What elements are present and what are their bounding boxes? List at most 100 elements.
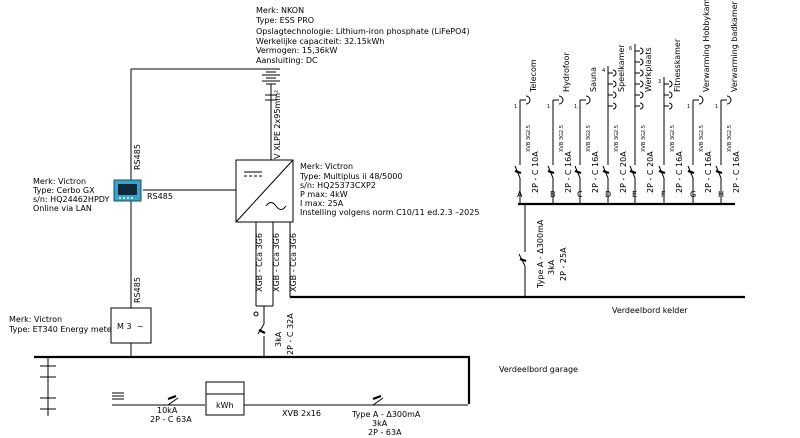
- circuit-letter: F: [661, 190, 666, 199]
- rs485-label-top: RS485: [133, 144, 142, 170]
- cerbo-line: Type: Cerbo GX: [32, 186, 95, 195]
- grid-supply-icon: [112, 392, 124, 400]
- outlet-icon: [639, 47, 644, 55]
- outlet-icon: [612, 102, 617, 110]
- circuit-letter: H: [718, 190, 724, 199]
- rs485-label-bottom: RS485: [133, 277, 142, 303]
- kelder-main-text: Type A - Δ300mA: [536, 219, 545, 289]
- outlet-count: 1: [715, 104, 718, 110]
- circuit-letter: D: [605, 190, 611, 199]
- circuit-load-label: Werkplaats: [644, 47, 653, 92]
- circuit-cable-label: XVB 3G2.5: [670, 125, 676, 152]
- circuit-rating: 2P - C 16A: [564, 151, 573, 193]
- circuit-load-label: Verwarming badkamer: [730, 0, 739, 92]
- inverter-line: Instelling volgens norm C10/11 ed.2.3 –2…: [300, 208, 479, 217]
- garage-rcd-text: 2P - 63A: [368, 428, 402, 437]
- outlet-icon: [698, 95, 704, 105]
- inverter-line: Merk: Victron: [300, 162, 353, 171]
- cerbo-device-icon: [113, 179, 142, 202]
- circuit-breaker-contact: [715, 169, 723, 175]
- inverter-line: P max: 4kW: [300, 190, 348, 199]
- circuit-rating: 2P - C 16A: [591, 151, 600, 193]
- circuit-rating: 2P - C 16A: [704, 151, 713, 193]
- inverter-breaker-contact: [258, 329, 266, 334]
- main-breaker-text: 2P - C 63A: [150, 415, 192, 424]
- battery-line: Aansluiting: DC: [256, 56, 318, 65]
- outlet-icon: [639, 102, 644, 110]
- inverter-symbol: [235, 159, 294, 223]
- circuit-cable-label: XVB 3G2.5: [727, 125, 733, 152]
- circuit-load-label: Fitnesskamer: [673, 38, 682, 92]
- circuit-cable-label: XVB 3G2.5: [559, 125, 565, 152]
- kelder-main-text: 2P - 25A: [559, 247, 568, 281]
- garage-rcd-contact: [372, 394, 382, 401]
- outlet-count: 1: [687, 104, 690, 110]
- main-breaker-symbol: [167, 397, 179, 406]
- kwh-label: kWh: [216, 401, 234, 410]
- outlet-count: 1: [547, 104, 550, 110]
- rs485-label-right: RS485: [147, 192, 173, 201]
- circuit-cable-label: XVB 3G2.5: [641, 125, 647, 152]
- cerbo-info: Merk: Victron Type: Cerbo GX s/n: HQ2446…: [32, 177, 109, 213]
- garage-rcd-text: 3kA: [372, 419, 388, 428]
- circuit-rating: 2P - C 20A: [619, 151, 628, 193]
- inverter-breaker-text: 3kA: [274, 331, 283, 347]
- outlet-icon: [668, 80, 673, 88]
- outlet-icon: [639, 58, 644, 66]
- cerbo-line: s/n: HQ24462HPDY: [33, 195, 109, 204]
- outlet-icon: [639, 69, 644, 77]
- inverter-cable-label: XGB - Cca 3G6: [272, 233, 281, 292]
- circuit-load-label: Telecom: [529, 59, 538, 93]
- main-breaker-contact: [167, 394, 177, 401]
- outlet-icon: [668, 102, 673, 110]
- circuit-cable-label: XVB 3G2.5: [699, 125, 705, 152]
- outlet-icon: [668, 91, 673, 99]
- outlet-icon: [612, 91, 617, 99]
- circuit-breaker-contact: [514, 169, 522, 175]
- battery-line: Merk: NKON: [256, 6, 304, 15]
- circuit-cable-label: XVB 3G2.5: [586, 125, 592, 152]
- circuit-rating: 2P - C 20A: [646, 151, 655, 193]
- outlet-icon: [639, 91, 644, 99]
- garage-rcd-symbol: [372, 397, 384, 406]
- outlet-count: 4: [602, 68, 605, 74]
- circuit-breaker-contact: [574, 169, 582, 175]
- circuit-letter: B: [550, 190, 556, 199]
- meter-line: Merk: Victron: [9, 315, 62, 324]
- kelder-main-text: 3kA: [547, 259, 556, 275]
- circuit-breaker-contact: [687, 169, 695, 175]
- battery-line: Type: ESS PRO: [255, 16, 314, 25]
- circuit-letter: G: [690, 190, 696, 199]
- outlet-count: 6: [629, 46, 632, 52]
- battery-line: Vermogen: 15,36kW: [256, 46, 337, 55]
- battery-line: Opslagtechnologie: Lithium-iron phosphat…: [256, 27, 470, 36]
- inverter-line: I max: 25A: [300, 199, 344, 208]
- inverter-breaker-text: 2P - C 32A: [286, 313, 295, 355]
- energy-meter-wave: ~: [137, 322, 144, 331]
- inverter-info: Merk: Victron Type: Multiplus ii 48/5000…: [299, 162, 479, 217]
- outlet-icon: [612, 69, 617, 77]
- battery-line: Werkelijke capaciteit: 32.15kWh: [256, 37, 384, 46]
- circuit-breaker-contact: [547, 169, 555, 175]
- outlet-count: 1: [574, 104, 577, 110]
- circuit-letter: E: [632, 190, 637, 199]
- outlet-icon: [558, 95, 564, 105]
- circuit-load-label: Speelkamer: [617, 44, 626, 92]
- cerbo-line: Online via LAN: [33, 204, 92, 213]
- inverter-cable-label: XGB - Cca 3G6: [289, 233, 298, 292]
- circuit-load-label: Verwarming Hobbykamer: [702, 0, 711, 92]
- circuit-load-label: Hydrofoor: [562, 52, 571, 92]
- circuit-letter: A: [517, 190, 523, 199]
- cerbo-line: Merk: Victron: [33, 177, 86, 186]
- battery-info: Merk: NKON Type: ESS PRO Opslagtechnolog…: [255, 6, 470, 65]
- main-breaker-text: 10kA: [157, 406, 178, 415]
- ground-symbol-icon: [40, 357, 56, 416]
- kelder-main-rcd-contact: [519, 257, 527, 263]
- kwh-meter-box: [205, 381, 245, 416]
- circuit-breaker-contact: [629, 169, 637, 175]
- energy-meter-symbol: M 3: [117, 322, 132, 331]
- garage-label: Verdeelbord garage: [499, 365, 578, 374]
- meter-line: Type: ET340 Energy meter: [8, 325, 116, 334]
